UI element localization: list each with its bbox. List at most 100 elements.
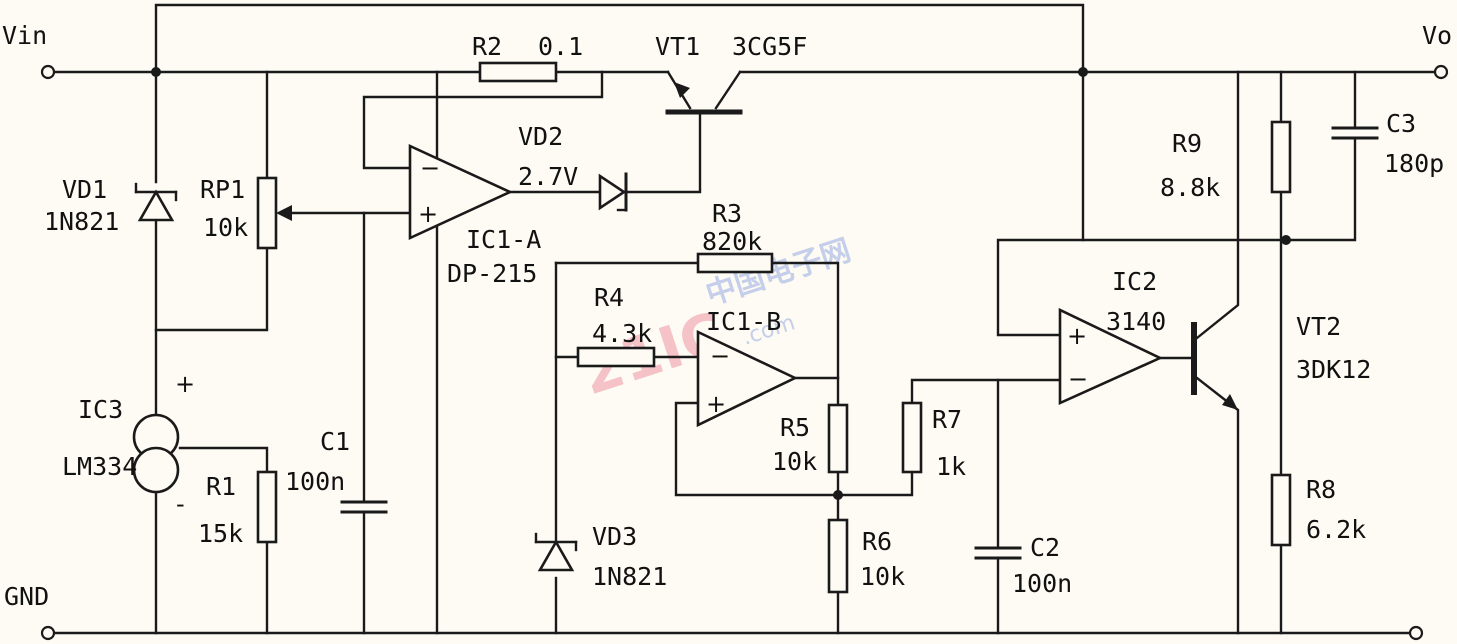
wire-vt2-emitter: [1195, 376, 1240, 635]
rp1-value: 10k: [203, 213, 248, 242]
vin-label: Vin: [2, 21, 47, 50]
wire-ic3-r1: [178, 446, 269, 474]
junction: [151, 67, 161, 77]
vd3-zener-icon: [534, 532, 578, 572]
vd1-name: VD1: [62, 175, 107, 204]
r1-value: 15k: [198, 519, 243, 548]
c3-capacitor-icon: [1331, 126, 1379, 140]
c3-value: 180p: [1384, 149, 1444, 178]
wire-top-loop: [154, 3, 1085, 242]
r3-value: 820k: [702, 227, 762, 256]
r6-resistor-icon: [827, 518, 849, 594]
r6-name: R6: [862, 527, 892, 556]
ic2-plus-sign: +: [1067, 322, 1087, 350]
ic2-opamp-icon: [1058, 307, 1164, 406]
gnd-terminal-left[interactable]: [40, 625, 56, 641]
rp1-name: RP1: [200, 175, 245, 204]
wire-rp1-bottom: [154, 246, 269, 332]
r9-resistor-icon: [1270, 120, 1292, 194]
ic2-name: IC2: [1112, 267, 1157, 296]
vd1-value: 1N821: [44, 207, 119, 236]
wire-vd2-vt1: [626, 110, 702, 194]
r9-value: 8.8k: [1160, 173, 1220, 202]
wire-c3-bottom: [1284, 138, 1357, 242]
r8-resistor-icon: [1270, 473, 1292, 547]
wires: [53, 3, 1439, 635]
vt1-value: 3CG5F: [732, 32, 807, 61]
ic1b-opamp-icon: [696, 329, 799, 428]
ic1a-plus-sign: +: [418, 200, 438, 228]
ic3-minus-sign: -: [176, 490, 185, 518]
ic1a-value: DP-215: [447, 259, 537, 288]
ic3-value: LM334: [62, 452, 137, 481]
ic1b-name: IC1-B: [706, 307, 781, 336]
vd3-value: 1N821: [592, 562, 667, 591]
c1-capacitor-icon: [340, 500, 388, 514]
ic1a-opamp-icon: [408, 143, 514, 241]
terminals: [40, 64, 1449, 641]
vt1-transistor-icon: [665, 70, 743, 115]
junction: [1078, 67, 1088, 77]
ic3-name: IC3: [78, 395, 123, 424]
ic3-plus-sign: +: [175, 370, 195, 398]
vt2-value: 3DK12: [1296, 355, 1371, 384]
gnd-terminal-right[interactable]: [1408, 625, 1424, 641]
ic2-value: 3140: [1106, 307, 1166, 336]
c2-value: 100n: [1012, 569, 1072, 598]
wire-r7-top: [910, 378, 1062, 405]
r5-resistor-icon: [827, 403, 849, 474]
r2-resistor-icon: [478, 61, 558, 83]
ic2-minus-sign: −: [1068, 365, 1088, 393]
ic1a-name: IC1-A: [466, 225, 541, 254]
junctions: [151, 67, 1291, 500]
vt2-name: VT2: [1296, 312, 1341, 341]
r7-name: R7: [932, 405, 962, 434]
r6-value: 10k: [860, 562, 905, 591]
c2-capacitor-icon: [974, 546, 1022, 560]
r2-value: 0.1: [538, 32, 583, 61]
rp1-resistor-icon: [256, 176, 278, 250]
vd2-value: 2.7V: [518, 162, 578, 191]
r7-resistor-icon: [901, 401, 923, 474]
r8-value: 6.2k: [1306, 515, 1366, 544]
r8-name: R8: [1306, 475, 1336, 504]
ic1a-minus-sign: −: [420, 154, 440, 182]
r2-name: R2: [472, 32, 502, 61]
wire-vt2-collector: [1195, 70, 1240, 340]
vd2-diode-icon: [598, 172, 628, 212]
labels: Vin GND Vo VD1 1N821 RP1 10k R2 0.1 VT1 …: [2, 21, 1452, 611]
wire-r7-bottom: [836, 470, 914, 497]
vt1-name: VT1: [655, 32, 700, 61]
c1-value: 100n: [285, 467, 345, 496]
c3-name: C3: [1386, 109, 1416, 138]
vo-label: Vo: [1422, 21, 1452, 50]
wire-r2-sense: [362, 70, 604, 170]
r4-value: 4.3k: [592, 319, 652, 348]
r4-name: R4: [594, 283, 624, 312]
gnd-label: GND: [4, 582, 49, 611]
junction: [833, 490, 843, 500]
junction: [1281, 235, 1291, 245]
r1-name: R1: [206, 472, 236, 501]
vt2-transistor-icon: [1191, 322, 1238, 410]
vd1-zener-icon: [134, 182, 178, 222]
vd2-name: VD2: [518, 122, 563, 151]
r3-name: R3: [712, 199, 742, 228]
r4-resistor-icon: [576, 346, 656, 368]
ic3-current-source-icon: [132, 413, 180, 494]
r3-resistor-icon: [696, 252, 774, 274]
vin-terminal[interactable]: [40, 64, 56, 80]
wire-r3-right: [770, 261, 840, 407]
r1-resistor-icon: [256, 470, 278, 544]
rp1-wiper-arrow-icon: [276, 205, 292, 221]
wire-ic1b-plus: [674, 401, 840, 497]
vd3-name: VD3: [592, 522, 637, 551]
r7-value: 1k: [936, 452, 966, 481]
vo-terminal[interactable]: [1433, 64, 1449, 80]
c2-name: C2: [1030, 533, 1060, 562]
c1-name: C1: [320, 427, 350, 456]
r9-name: R9: [1172, 129, 1202, 158]
wire-ic2-plus: [996, 238, 1288, 337]
r5-value: 10k: [772, 447, 817, 476]
